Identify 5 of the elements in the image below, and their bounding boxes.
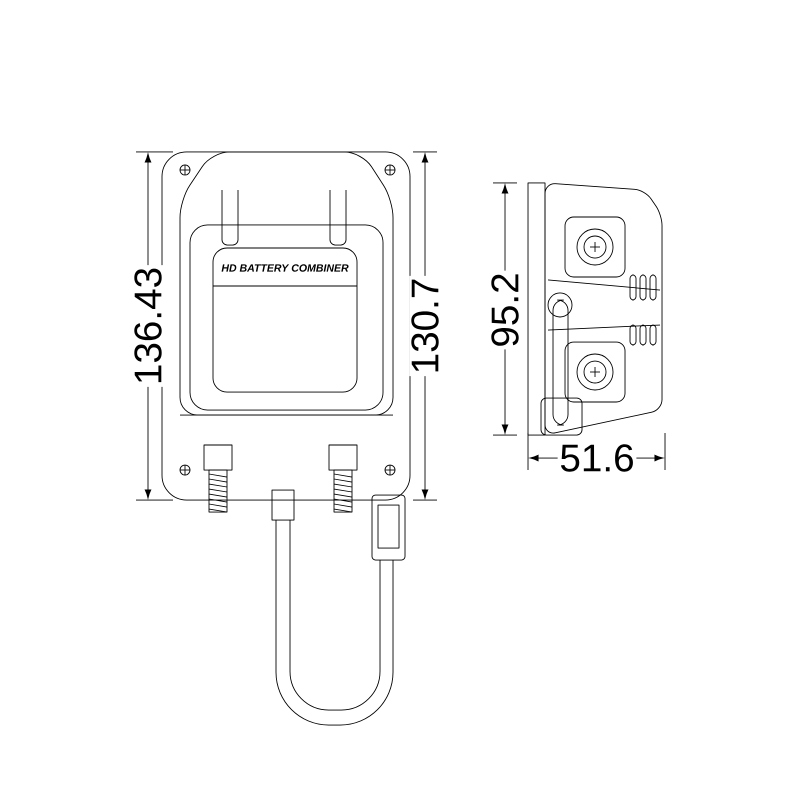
dimension-value: 136.43 xyxy=(132,265,164,387)
dimension-value: 51.6 xyxy=(558,442,636,474)
dimension-value: 130.7 xyxy=(410,276,440,376)
dimension-value: 95.2 xyxy=(490,270,520,350)
plate-label: HD BATTERY COMBINER xyxy=(222,264,349,272)
